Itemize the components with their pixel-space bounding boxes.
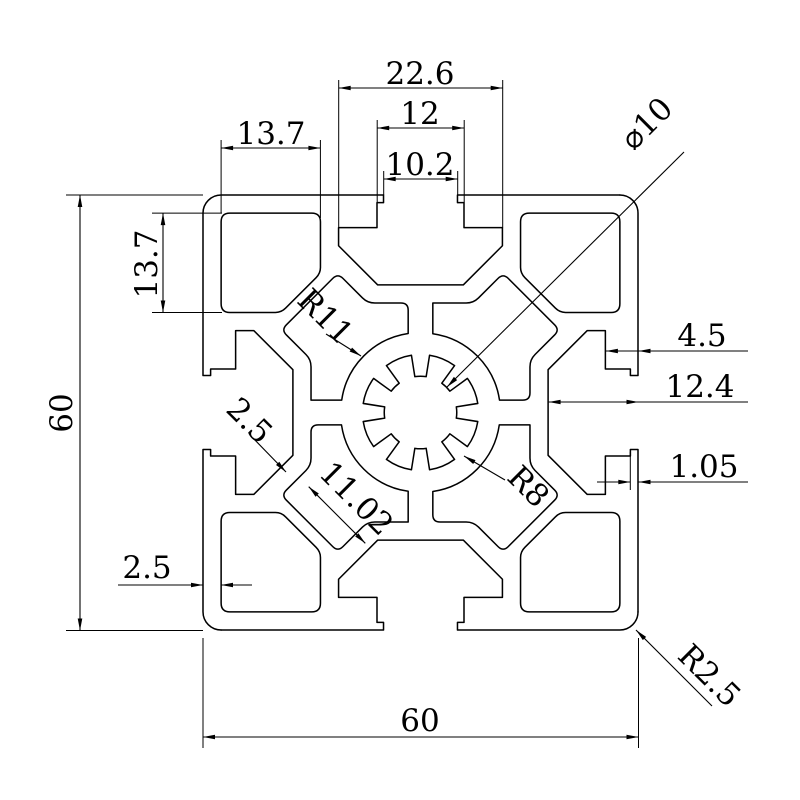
outer-contour [203, 195, 638, 630]
dim-corner-cavity-height: 13.7 [129, 229, 165, 298]
dim-bore-diameter: ⌀10 [614, 91, 681, 158]
dim-slot-opening-width: 10.2 [385, 147, 454, 183]
outer-side-top [203, 195, 620, 285]
dim-profile-width: 60 [400, 703, 439, 739]
splined-center-bore [362, 354, 479, 471]
dim-slot-mouth-width: 12 [400, 96, 439, 132]
dim-slot-depth: 12.4 [665, 369, 734, 405]
corner-cavity-ne [521, 213, 620, 312]
dimension-layer: 22.6 12 10.2 13.7 13.7 60 60 4.5 12.4 1.… [44, 56, 748, 748]
dim-web-wall-thickness: 2.5 [219, 391, 279, 451]
dim-side-wall-thickness: 2.5 [122, 550, 171, 586]
dim-slot-inner-width: 22.6 [385, 56, 454, 92]
dimension-lines [77, 85, 748, 740]
outer-side-right [548, 195, 638, 612]
dim-lip-step: 1.05 [669, 449, 738, 485]
corner-cavity-se [521, 513, 620, 612]
extension-lines [66, 80, 639, 748]
corner-cavity-sw [221, 513, 320, 612]
dim-channel-width: 11.02 [312, 455, 400, 543]
dim-corner-cavity-width: 13.7 [236, 116, 305, 152]
outer-side-bottom [221, 540, 638, 630]
corner-cavities [221, 213, 620, 612]
dim-shoulder-depth: 4.5 [677, 318, 726, 354]
dim-profile-height: 60 [44, 393, 80, 432]
profile-cross-section [203, 195, 638, 630]
quadrant-void-ne [433, 276, 557, 400]
